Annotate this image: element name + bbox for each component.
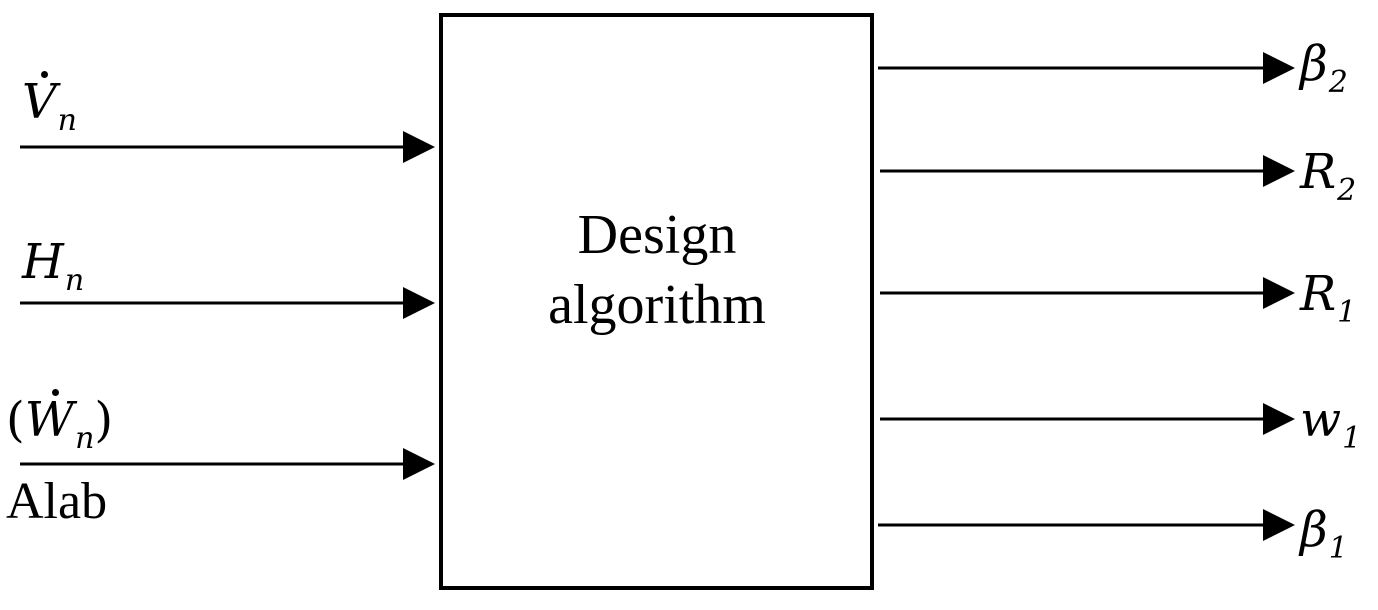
- output-label-w1-sub: 1: [1342, 421, 1362, 456]
- output-arrow-beta2: [878, 52, 1295, 84]
- output-label-beta2-base: β: [1300, 36, 1328, 92]
- output-label-r1-base: R: [1300, 266, 1337, 322]
- input-label-wn: (Wn): [6, 389, 113, 454]
- input-label-vn: Vn: [22, 71, 77, 136]
- output-arrow-beta1: [878, 509, 1295, 541]
- input-note-alab: Alab: [6, 473, 108, 530]
- input-label-vn-base: V: [22, 71, 57, 130]
- output-label-r2: R2: [1300, 148, 1356, 206]
- output-label-r2-base: R: [1300, 144, 1337, 200]
- output-label-r1: R1: [1300, 270, 1356, 328]
- design-algorithm-block: [439, 13, 874, 590]
- input-label-wn-close-paren: ): [94, 392, 114, 448]
- block-title: Design algorithm: [442, 200, 872, 340]
- output-label-beta1-base: β: [1300, 502, 1328, 558]
- input-label-hn-sub: n: [64, 263, 85, 298]
- output-label-r2-sub: 2: [1337, 173, 1357, 208]
- input-arrow-wn: [20, 448, 435, 480]
- output-label-beta1: β1: [1300, 506, 1348, 564]
- output-arrow-w1: [880, 403, 1295, 435]
- output-label-beta2-sub: 2: [1328, 65, 1348, 100]
- block-title-line1: Design: [577, 204, 737, 266]
- output-label-r1-sub: 1: [1337, 295, 1357, 330]
- input-arrow-hn: [20, 287, 435, 319]
- block-title-line2: algorithm: [548, 274, 766, 336]
- input-label-vn-sub: n: [57, 103, 77, 138]
- output-label-w1-base: w: [1300, 392, 1342, 448]
- input-label-hn-base: H: [22, 234, 64, 290]
- output-arrow-r1: [880, 277, 1295, 309]
- input-label-wn-sub: n: [75, 421, 95, 456]
- output-arrow-r2: [880, 155, 1295, 187]
- output-label-beta1-sub: 1: [1328, 531, 1348, 566]
- input-label-wn-base: W: [24, 389, 75, 448]
- output-label-beta2: β2: [1300, 40, 1348, 98]
- input-label-wn-open-paren: (: [6, 392, 25, 448]
- input-label-hn: Hn: [22, 238, 84, 296]
- input-arrow-vn: [20, 131, 435, 163]
- output-label-w1: w1: [1300, 396, 1361, 454]
